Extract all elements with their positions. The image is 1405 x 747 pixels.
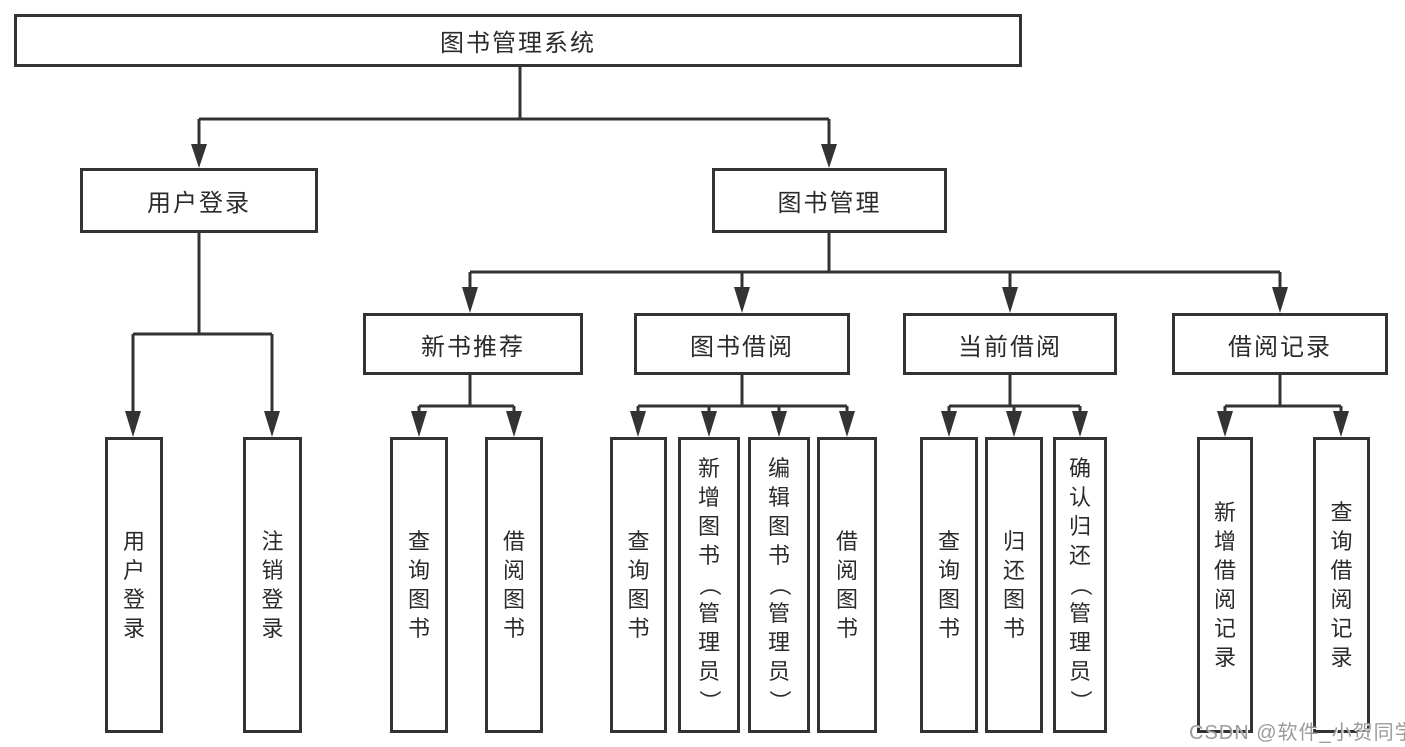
leaf-confirm-return-admin: 确认归还（管理员） [1053, 437, 1107, 733]
connector-borrow-records-children [1217, 375, 1349, 437]
node-book-borrow: 图书借阅 [634, 313, 850, 375]
leaf-query-books-current: 查询图书 [920, 437, 978, 733]
connector-current-borrow-children [941, 375, 1088, 437]
leaf-return-books: 归还图书 [985, 437, 1043, 733]
connector-book-management-to-level3 [462, 233, 1288, 313]
csdn-watermark: CSDN @软件_小贺同学 [1189, 722, 1405, 744]
leaf-query-borrow-record: 查询借阅记录 [1313, 437, 1370, 733]
leaf-borrow-books-recommend: 借阅图书 [485, 437, 543, 733]
leaf-edit-books-admin: 编辑图书（管理员） [748, 437, 810, 733]
node-root-system: 图书管理系统 [14, 14, 1022, 67]
leaf-query-books-borrow: 查询图书 [610, 437, 667, 733]
leaf-query-books-recommend: 查询图书 [390, 437, 448, 733]
connector-user-login-children [125, 233, 280, 437]
leaf-logout: 注销登录 [243, 437, 302, 733]
node-book-management: 图书管理 [712, 168, 947, 233]
node-borrow-records: 借阅记录 [1172, 313, 1388, 375]
node-user-login: 用户登录 [80, 168, 318, 233]
leaf-borrow-books: 借阅图书 [817, 437, 877, 733]
connector-new-book-recommend-children [411, 375, 522, 437]
node-new-book-recommend: 新书推荐 [363, 313, 583, 375]
node-current-borrow: 当前借阅 [903, 313, 1117, 375]
connector-root-to-level2 [191, 67, 837, 168]
connector-book-borrow-children [630, 375, 855, 437]
leaf-add-books-admin: 新增图书（管理员） [678, 437, 740, 733]
leaf-add-borrow-record: 新增借阅记录 [1197, 437, 1253, 733]
leaf-user-login: 用户登录 [105, 437, 163, 733]
